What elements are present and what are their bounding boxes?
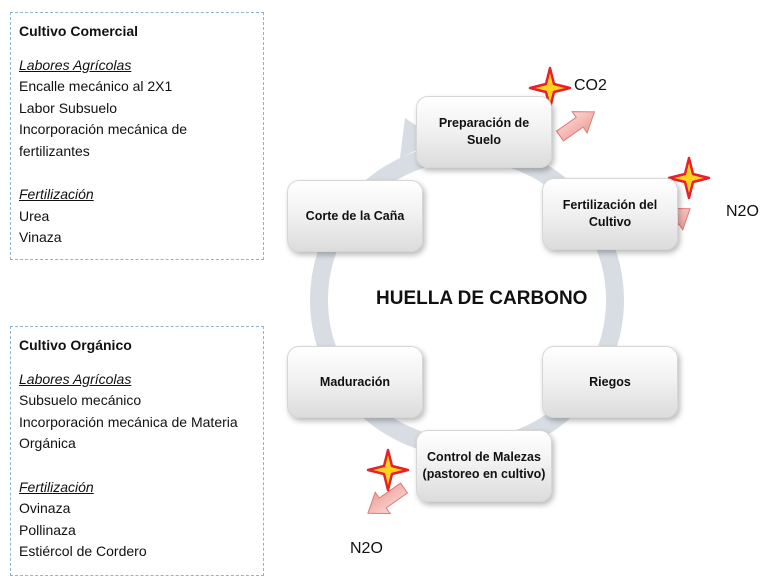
node-label: Fertilización del Cultivo	[563, 197, 657, 231]
commercial-crop-panel: Cultivo Comercial Labores Agrícolas Enca…	[10, 12, 264, 260]
node-label-line: Control de Malezas	[427, 450, 541, 464]
organic-fert-item: Ovinaza	[19, 500, 71, 516]
commercial-labor-item: Encalle mecánico al 2X1	[19, 78, 173, 94]
node-label-line: (pastoreo en cultivo)	[422, 467, 546, 481]
node-label: Maduración	[319, 374, 391, 389]
co2-label: CO2	[574, 77, 607, 94]
organic-fert-item: Estiércol de Cordero	[19, 543, 147, 559]
organic-fert-item: Pollinaza	[19, 521, 76, 538]
n2o-bottom-label: N2O	[350, 540, 383, 557]
node-maduracion: Maduración	[287, 346, 423, 418]
node-label-line: Cultivo	[588, 215, 632, 229]
node-fertilizacion: Fertilización del Cultivo	[542, 178, 678, 250]
commercial-fert-item: Urea	[19, 207, 50, 224]
node-label: Riegos	[589, 374, 631, 389]
star-icon	[667, 156, 711, 200]
n2o-right-label: N2O	[726, 203, 759, 220]
commercial-labor-item: Labor Subsuelo	[19, 99, 118, 116]
star-icon	[366, 448, 410, 492]
commercial-labores-heading: Labores Agrícolas	[19, 56, 132, 73]
commercial-labor-item: fertilizantes	[19, 142, 90, 159]
organic-labor-item: Subsuelo mecánico	[19, 392, 142, 408]
organic-crop-panel: Cultivo Orgánico Labores Agrícolas Subsu…	[10, 326, 264, 576]
node-corte-cana: Corte de la Caña	[287, 180, 423, 252]
n2o-bottom-arrow	[367, 482, 409, 515]
organic-labor-item: Incorporación mecánica de Materia	[19, 413, 238, 430]
commercial-fert-heading: Fertilización	[19, 186, 94, 202]
node-label: Corte de la Caña	[305, 208, 405, 223]
organic-crop-title: Cultivo Orgánico	[19, 337, 132, 353]
node-riegos: Riegos	[542, 346, 678, 418]
node-label: Control de Malezas (pastoreo en cultivo)	[423, 449, 546, 483]
commercial-fert-item: Vinaza	[19, 229, 62, 245]
node-label-line: Fertilización del	[562, 198, 658, 212]
organic-labor-item: Orgánica	[19, 435, 76, 451]
organic-fert-heading: Fertilización	[19, 478, 94, 495]
commercial-crop-title: Cultivo Comercial	[19, 23, 139, 39]
node-label: Preparación de Suelo	[438, 116, 530, 147]
node-control-malezas: Control de Malezas (pastoreo en cultivo)	[416, 430, 552, 502]
node-preparacion-suelo: Preparación de Suelo	[416, 96, 552, 168]
commercial-labor-item: Incorporación mecánica de	[19, 121, 188, 137]
organic-labores-heading: Labores Agrícolas	[19, 370, 132, 387]
center-title: HUELLA DE CARBONO	[376, 288, 588, 309]
co2-arrow	[555, 111, 596, 142]
